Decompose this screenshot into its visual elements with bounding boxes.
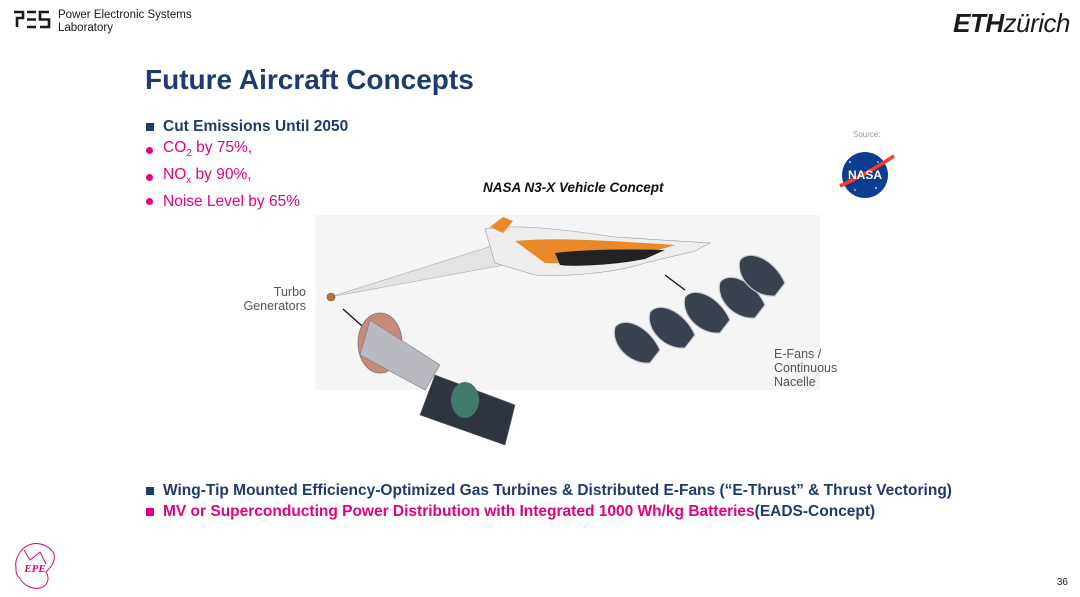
nox-target: NOx by 90%, xyxy=(163,164,252,191)
list-item: NOx by 90%, xyxy=(146,164,348,191)
arrow-to-efans-icon xyxy=(664,274,686,291)
square-bullet-icon xyxy=(146,122,154,131)
dot-bullet-icon xyxy=(146,174,153,182)
turbo-generators-label: Turbo Generators xyxy=(236,285,306,313)
turbo-label-line2: Generators xyxy=(243,299,306,313)
nasa-logo-text: NASA xyxy=(848,168,882,182)
n3x-aircraft-illustration xyxy=(315,215,820,446)
co2-post: by 75%, xyxy=(191,139,253,156)
square-bullet-icon xyxy=(146,507,154,516)
emission-targets-list: Cut Emissions Until 2050 CO2 by 75%, NOx… xyxy=(146,116,348,212)
co2-sub: 2 xyxy=(186,148,192,160)
list-item: Noise Level by 65% xyxy=(146,191,348,212)
efans-label-line2: Continuous xyxy=(774,361,838,375)
eth-logo-rest: zürich xyxy=(1003,8,1071,38)
eads-concept-note: (EADS-Concept) xyxy=(754,503,876,520)
eth-logo-bold: ETH xyxy=(953,8,1004,38)
page-number: 36 xyxy=(1056,577,1068,588)
emissions-heading: Cut Emissions Until 2050 xyxy=(163,118,349,135)
pes-logo-icon xyxy=(14,10,51,29)
eth-zurich-logo: ETHzürich xyxy=(953,8,1070,39)
turbo-label-line1: Turbo xyxy=(273,285,306,299)
list-item: CO2 by 75%, xyxy=(146,137,348,164)
dot-bullet-icon xyxy=(146,198,153,206)
e-fans-icon xyxy=(613,254,786,364)
lab-name-line2: Laboratory xyxy=(58,22,113,34)
nox-sub: x xyxy=(186,175,192,187)
co2-pre: CO xyxy=(163,139,187,156)
noise-target: Noise Level by 65% xyxy=(163,193,300,211)
concept-features-list: Wing-Tip Mounted Efficiency-Optimized Ga… xyxy=(146,480,952,522)
dot-bullet-icon xyxy=(146,147,153,155)
list-item: Wing-Tip Mounted Efficiency-Optimized Ga… xyxy=(146,480,952,501)
square-bullet-icon xyxy=(146,486,154,495)
nox-post: by 90%, xyxy=(191,166,252,184)
nox-pre: NO xyxy=(163,166,187,184)
co2-target: CO2 by 75%, xyxy=(163,137,252,164)
epe-logo-icon: EPE xyxy=(15,543,55,589)
aircraft-icon xyxy=(326,217,712,302)
turbo-generator-icon xyxy=(357,312,516,446)
lab-name-line1: Power Electronic Systems xyxy=(58,9,192,21)
epe-logo-text: EPE xyxy=(23,563,45,575)
source-label: Source: xyxy=(853,130,881,139)
concept-title: NASA N3-X Vehicle Concept xyxy=(483,180,664,195)
list-item: MV or Superconducting Power Distribution… xyxy=(146,501,952,522)
e-fans-label: E-Fans / Continuous Nacelle xyxy=(774,347,837,389)
nasa-logo-icon: NASA xyxy=(839,152,895,198)
lab-name: Power Electronic Systems Laboratory xyxy=(58,9,192,35)
efans-label-line1: E-Fans / xyxy=(774,347,822,361)
e-thrust-feature: Wing-Tip Mounted Efficiency-Optimized Ga… xyxy=(163,482,952,499)
slide-title: Future Aircraft Concepts xyxy=(145,64,474,95)
efans-label-line3: Nacelle xyxy=(774,375,816,389)
power-distribution-feature: MV or Superconducting Power Distribution… xyxy=(163,503,755,520)
list-item: Cut Emissions Until 2050 xyxy=(146,116,348,137)
